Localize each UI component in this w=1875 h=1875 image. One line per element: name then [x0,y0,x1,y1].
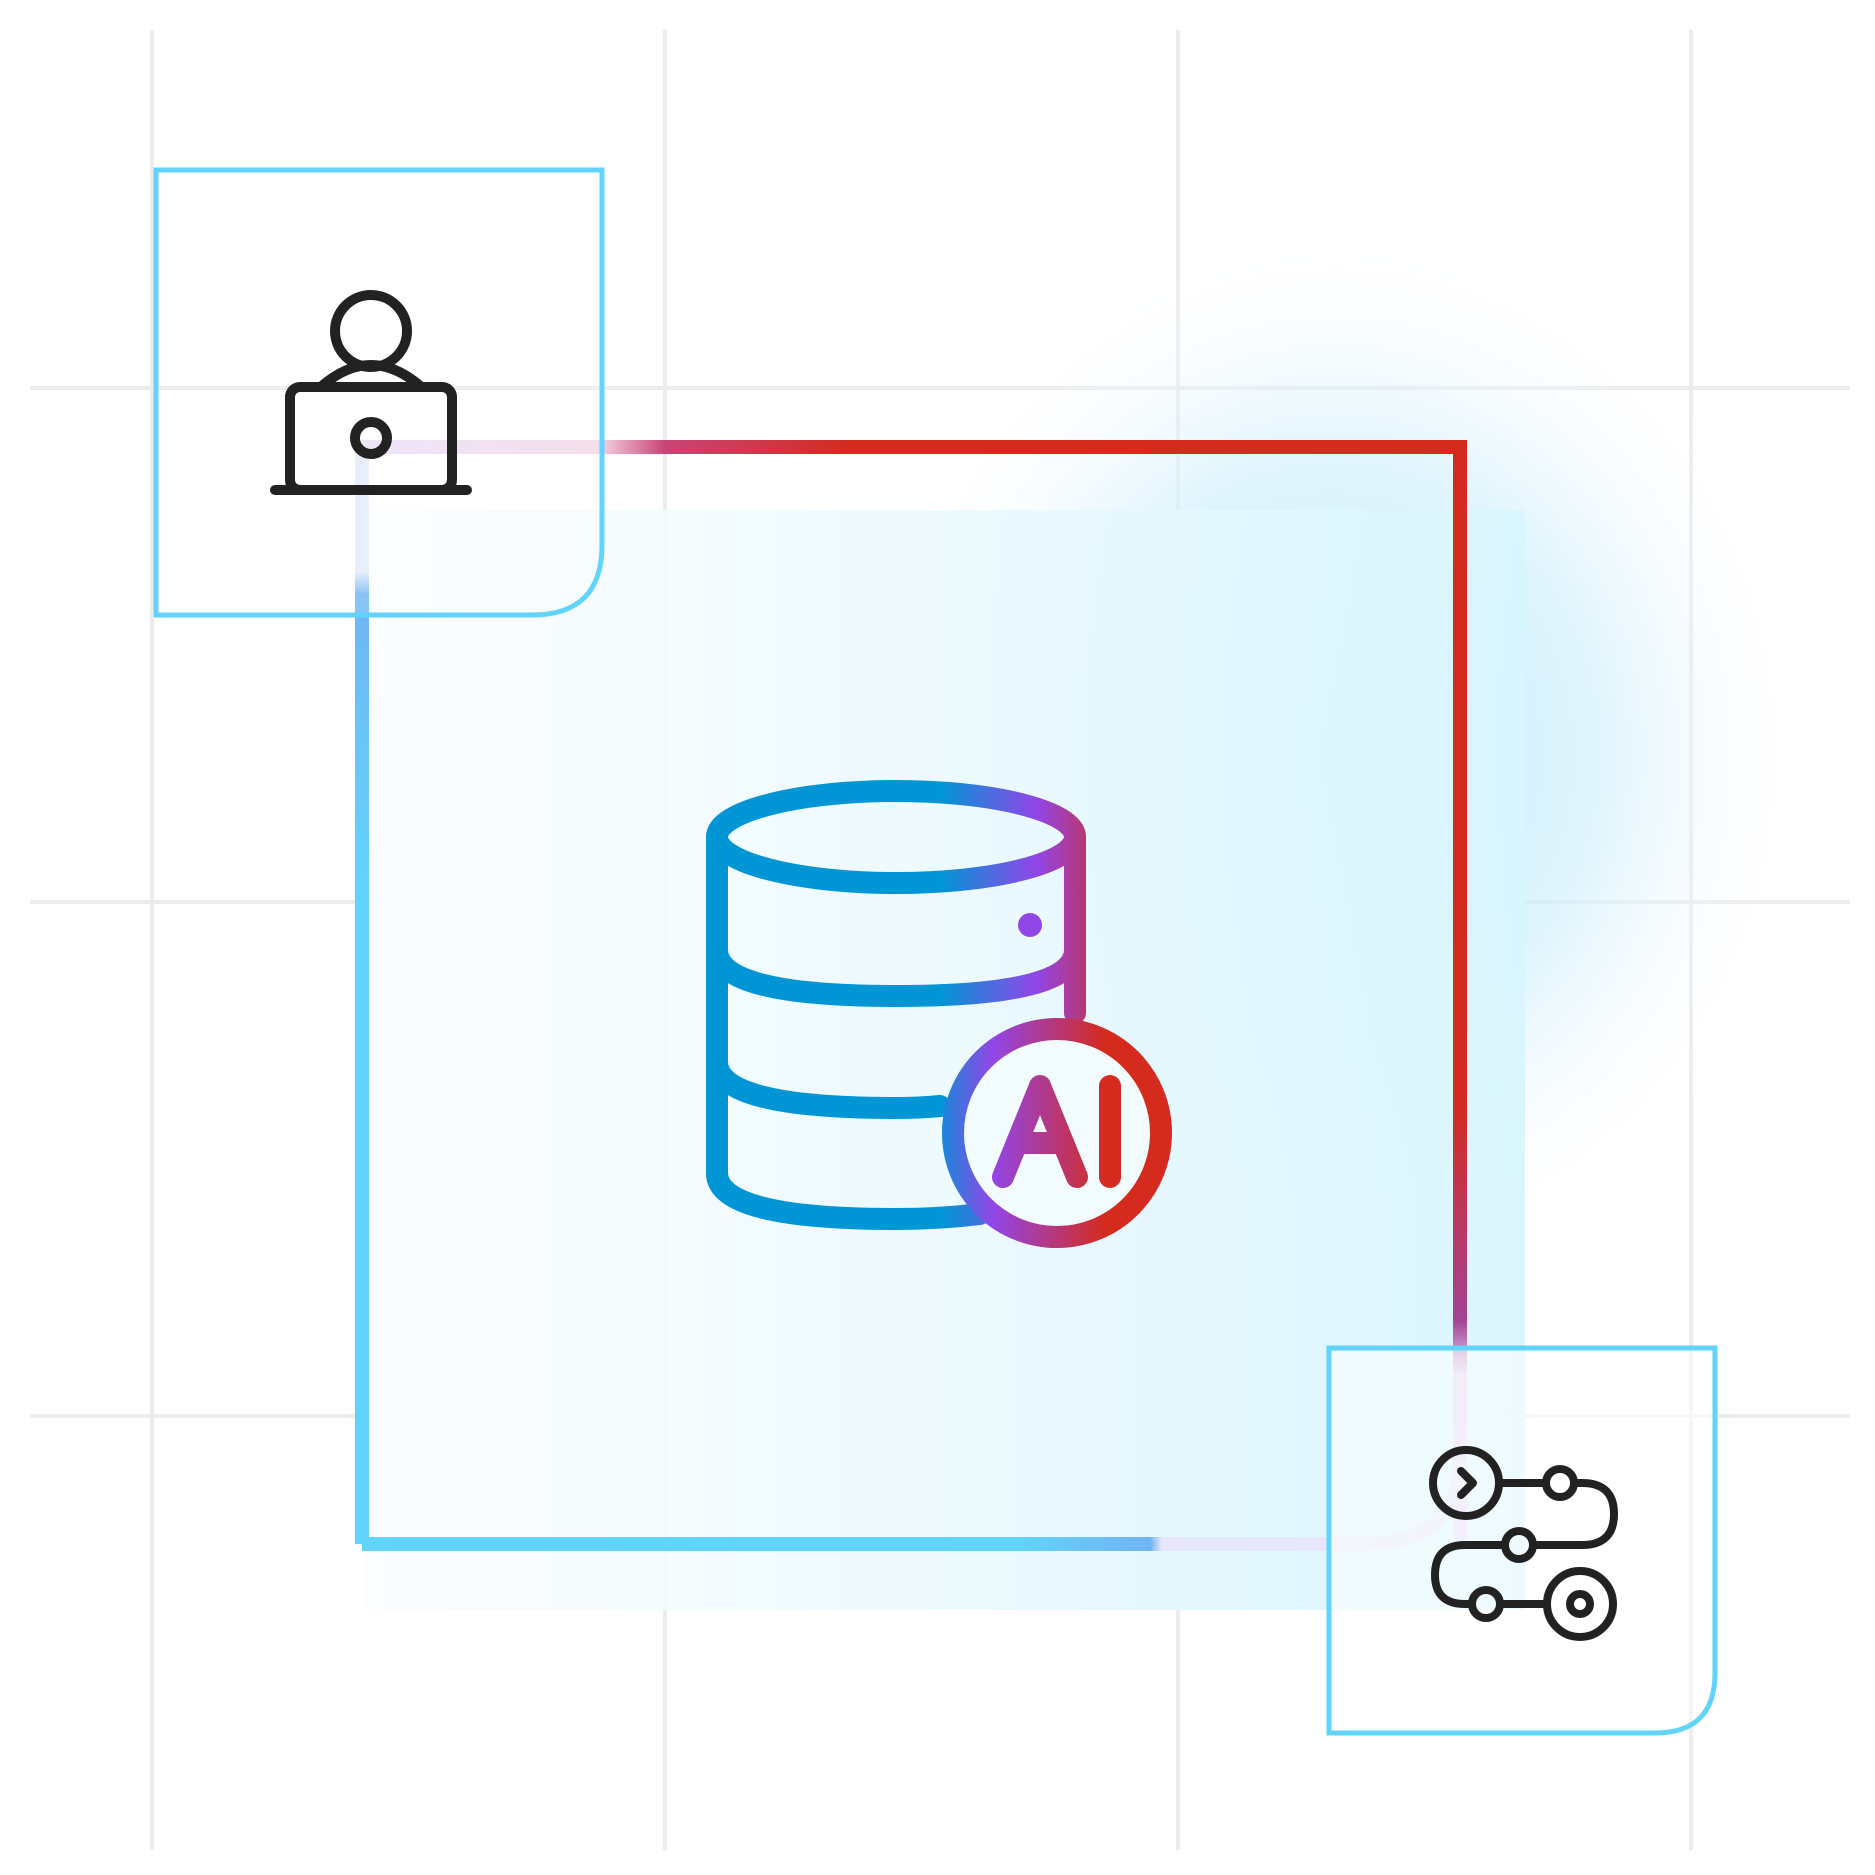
database-cylinder [706,780,1086,1230]
user-laptop-icon [270,290,472,495]
database-led-dot [1018,913,1042,937]
workflow-nodes-icon [1429,1446,1618,1641]
database-ai-icon: AI [706,780,1172,1248]
workflow-card[interactable] [1326,1345,1718,1736]
ai-badge-letters [992,1075,1121,1188]
user-card[interactable] [153,167,605,618]
